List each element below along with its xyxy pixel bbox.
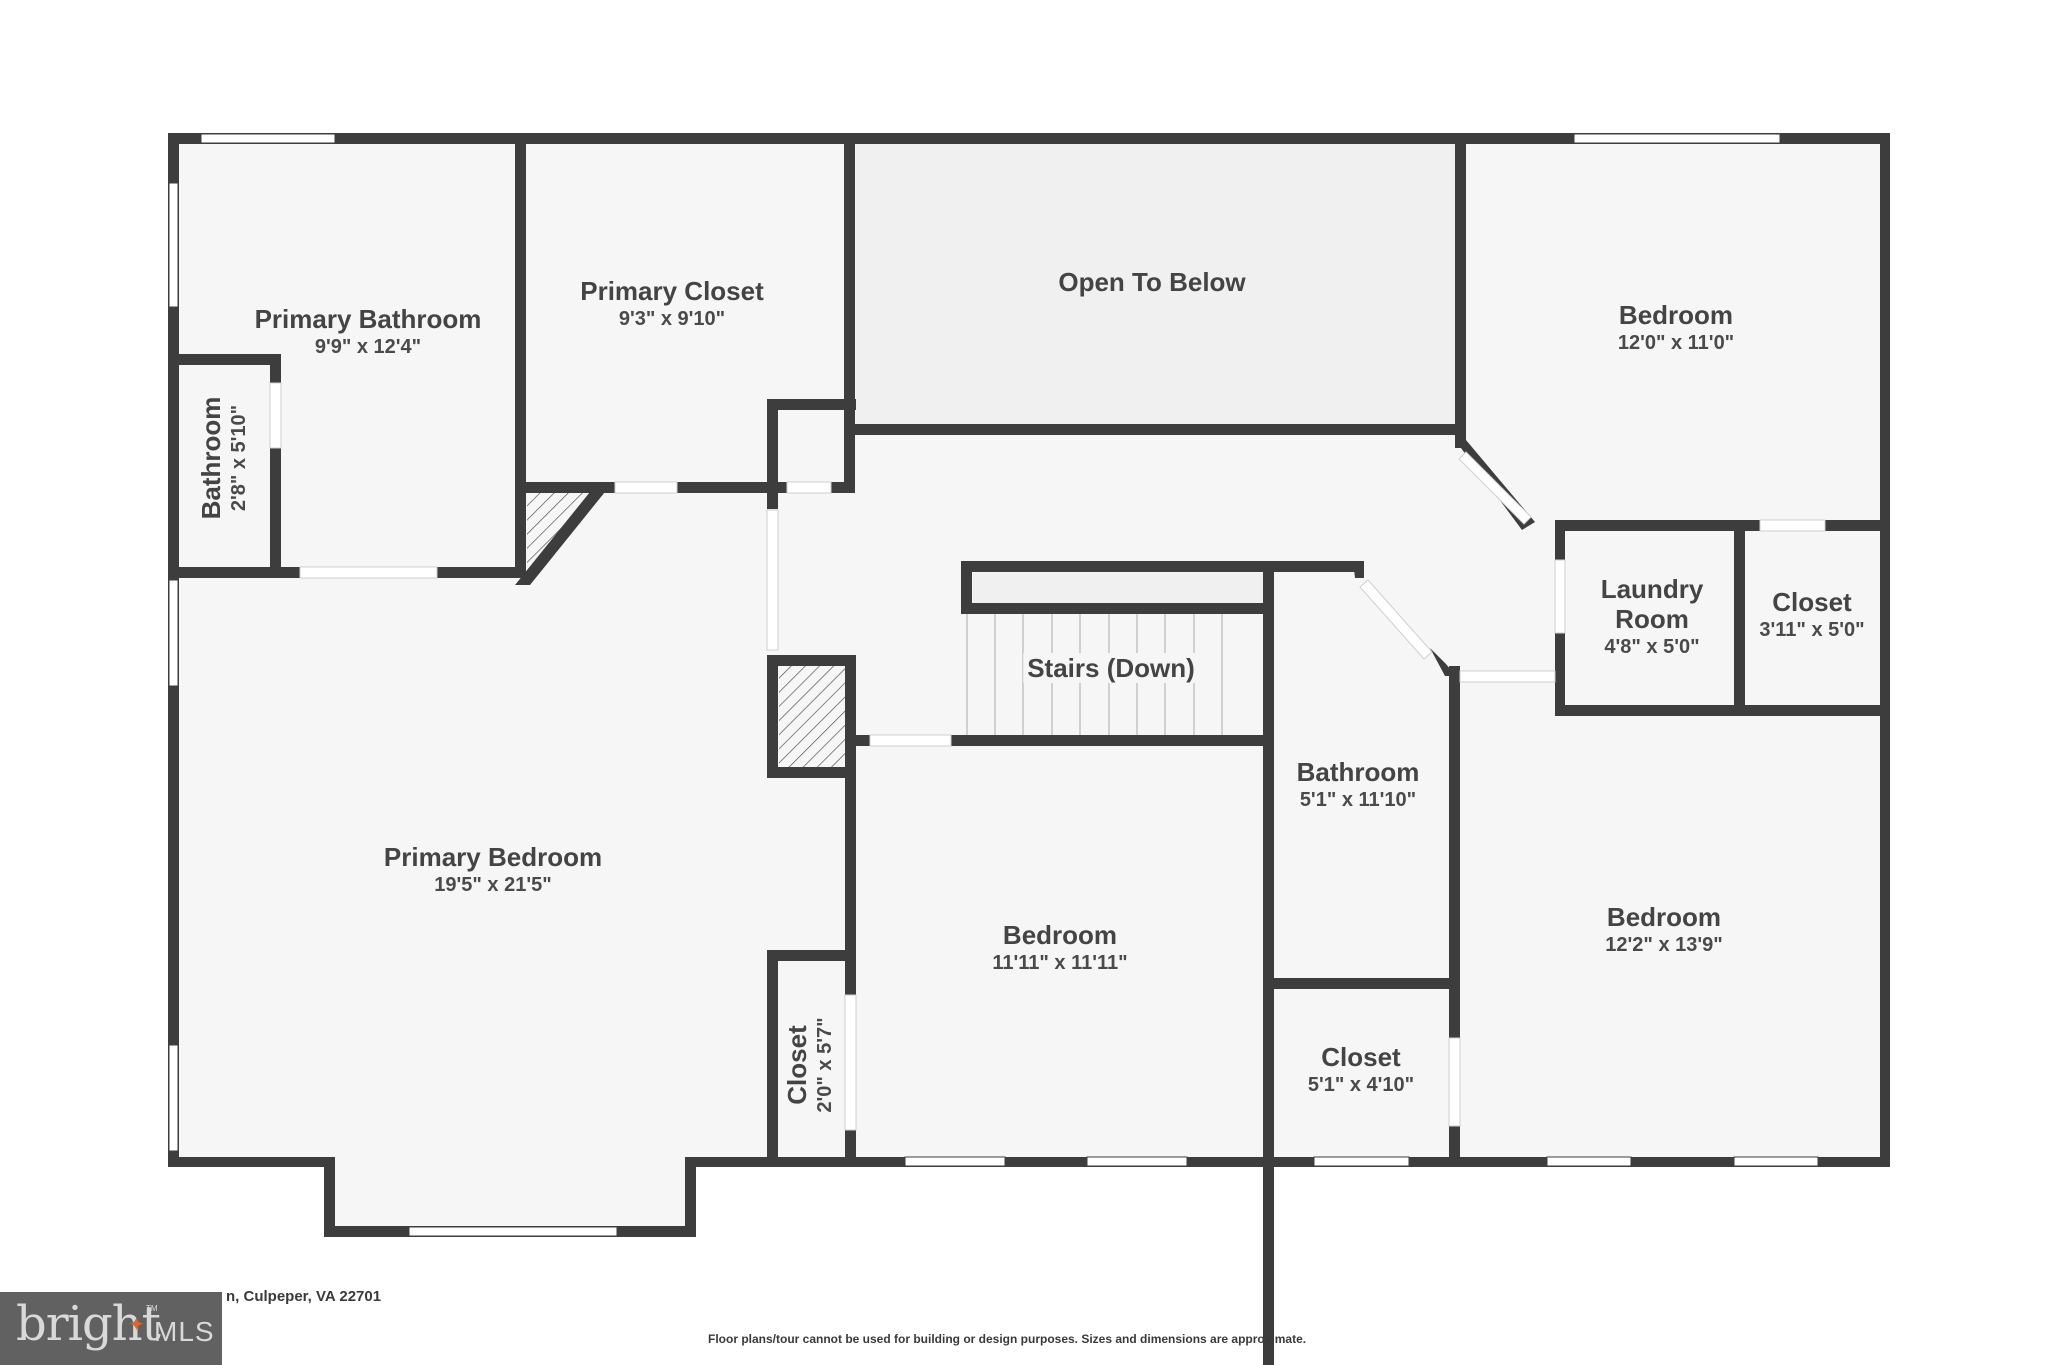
door-opening [786, 481, 832, 494]
room-dimensions: 5'1" x 4'10" [1307, 1074, 1415, 1096]
room-name: Closet [1321, 1042, 1401, 1072]
room-dimensions: 9'3" x 9'10" [618, 308, 726, 330]
room-label-primary-bedroom: Primary Bedroom 19'5" x 21'5" [384, 842, 602, 898]
door-opening [766, 509, 779, 651]
open-to-below-area [856, 143, 1455, 426]
window [1546, 1156, 1632, 1167]
room-label-primary-bathroom: Primary Bathroom 9'9" x 12'4" [255, 304, 482, 360]
window [1733, 1156, 1819, 1167]
room-name: Bathroom [1296, 757, 1420, 787]
room-label-bedroom-ne: Bedroom 12'0" x 11'0" [1618, 300, 1734, 356]
room-label-bedroom-se: Bedroom 12'2" x 13'9" [1605, 902, 1722, 958]
room-name: Closet [1772, 587, 1852, 617]
door-opening [844, 994, 857, 1131]
logo-star-icon: ✦ [128, 1314, 145, 1336]
room-label-closet-small: Closet 2'0" x 5'7" [782, 1017, 838, 1112]
door-opening [869, 734, 952, 747]
room-dimensions: 9'9" x 12'4" [314, 336, 422, 358]
windows [168, 133, 1819, 1237]
room-label-laundry: Laundry Room 4'8" x 5'0" [1601, 574, 1704, 660]
disclaimer: Floor plans/tour cannot be used for buil… [708, 1332, 1307, 1346]
room-name: Laundry [1600, 574, 1704, 604]
logo-trademark: TM [146, 1304, 158, 1313]
room-label-stairs: Stairs (Down) [1023, 653, 1199, 683]
room-name: Primary Closet [580, 276, 764, 306]
room-name: Closet [782, 1025, 812, 1105]
room-dimensions: 11'11" x 11'11" [992, 952, 1128, 974]
room-dimensions: 5'1" x 11'10" [1299, 789, 1417, 811]
window [168, 182, 179, 308]
room-dimensions: 3'11" x 5'0" [1759, 619, 1865, 641]
window [168, 1044, 179, 1152]
window [904, 1156, 1006, 1167]
room-label-bedroom-center: Bedroom 11'11" x 11'11" [992, 920, 1127, 976]
room-label-bathroom-small: Bathroom 2'8" x 5'10" [196, 397, 252, 520]
room-name: Bathroom [196, 396, 226, 520]
door-opening [1459, 670, 1556, 683]
door-opening [1759, 519, 1826, 532]
room-dimensions: 4'8" x 5'0" [1604, 636, 1700, 658]
door-opening [1554, 559, 1566, 634]
window [1573, 133, 1781, 144]
window [168, 579, 179, 687]
room-name: Bedroom [1618, 300, 1734, 330]
room-dimensions: 12'2" x 13'9" [1605, 934, 1723, 956]
window [200, 133, 336, 144]
door-opening [299, 566, 438, 579]
door-openings [269, 382, 1826, 1131]
door-opening [1448, 1037, 1461, 1127]
address-text: n, Culpeper, VA 22701 [226, 1288, 382, 1305]
room-label-primary-closet: Primary Closet 9'3" x 9'10" [580, 276, 764, 332]
door-opening-diagonal [1359, 579, 1433, 660]
room-name: Stairs (Down) [1023, 653, 1199, 683]
room-name: Primary Bedroom [383, 842, 603, 872]
room-label-bathroom-center: Bathroom 5'1" x 11'10" [1297, 757, 1420, 813]
door-opening [269, 382, 282, 449]
room-name: Primary Bathroom [254, 304, 482, 334]
door-opening [614, 481, 678, 494]
door-opening-diagonal [1458, 451, 1532, 525]
window [1313, 1156, 1410, 1167]
room-label-open-to-below: Open To Below [1058, 267, 1245, 297]
window [408, 1226, 618, 1237]
room-dimensions: 2'0" x 5'7" [814, 1017, 836, 1113]
logo-wordmark: bright [16, 1296, 161, 1352]
room-name-line2: Room [1615, 604, 1689, 634]
room-name: Bedroom [1606, 902, 1722, 932]
bright-mls-logo: bright ✦ TM MLS [0, 1292, 222, 1365]
room-label-closet-ne: Closet 3'11" x 5'0" [1759, 587, 1864, 643]
room-name: Open To Below [1058, 267, 1246, 297]
room-dimensions: 2'8" x 5'10" [228, 404, 250, 512]
room-dimensions: 12'0" x 11'0" [1617, 332, 1735, 354]
floor-area [173, 138, 1885, 1232]
logo-mls-text: MLS [154, 1316, 215, 1347]
property-address: n, Culpeper, VA 22701 [36, 1288, 381, 1305]
chimney-hatch [779, 666, 845, 767]
room-label-closet-center: Closet 5'1" x 4'10" [1308, 1042, 1414, 1098]
room-name: Bedroom [1002, 920, 1118, 950]
window [1086, 1156, 1188, 1167]
room-dimensions: 19'5" x 21'5" [434, 874, 552, 896]
